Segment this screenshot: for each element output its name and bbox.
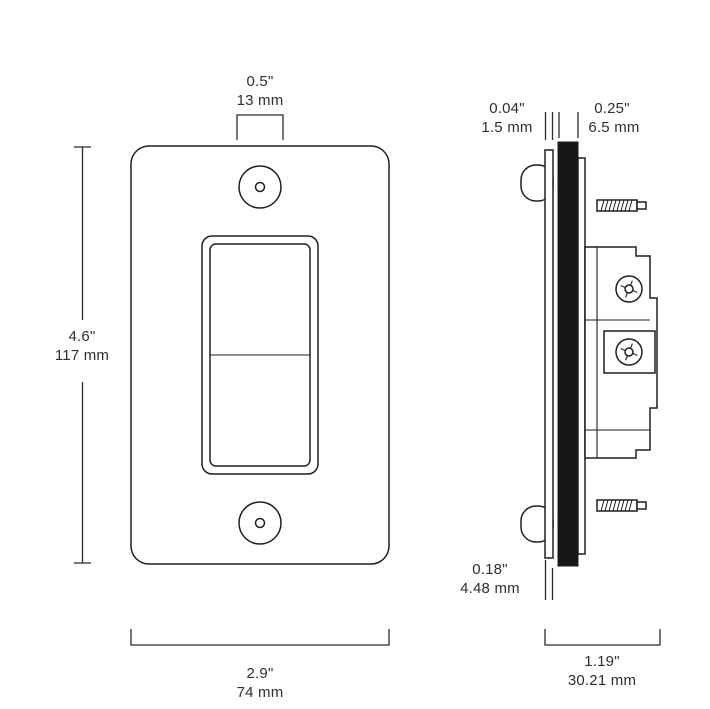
dim-front-top-width: 0.5" 13 mm xyxy=(236,73,284,140)
dim-label-in: 0.25" xyxy=(594,100,630,117)
dim-label-in: 1.19" xyxy=(584,653,620,670)
dim-label-mm: 6.5 mm xyxy=(588,119,639,136)
thread xyxy=(624,199,629,212)
dim-label-mm: 30.21 mm xyxy=(568,672,636,689)
thread xyxy=(628,499,633,512)
dim-front-height: 4.6" 117 mm xyxy=(55,146,109,564)
dim-side-plate-thickness: 0.25" 6.5 mm xyxy=(558,100,639,138)
thread xyxy=(608,499,613,512)
screw-center xyxy=(624,347,634,357)
dim-label-in: 4.6" xyxy=(69,328,96,345)
thread xyxy=(620,199,625,212)
plate-side-profile xyxy=(557,141,579,567)
dim-bracket xyxy=(236,114,284,140)
faceplate-edge xyxy=(544,149,554,559)
thread xyxy=(612,199,617,212)
screw-tip xyxy=(636,501,647,510)
thread xyxy=(616,199,621,212)
thread xyxy=(604,199,609,212)
mounting-strap xyxy=(577,157,586,555)
dim-bracket xyxy=(544,629,661,646)
thread xyxy=(604,499,609,512)
dim-label-mm: 117 mm xyxy=(55,347,109,364)
thread xyxy=(600,499,605,512)
side-view xyxy=(520,141,658,567)
terminal-screw-upper xyxy=(615,275,643,303)
dim-bracket xyxy=(130,629,390,646)
dim-label-in: 0.04" xyxy=(489,100,525,117)
thread xyxy=(608,199,613,212)
dim-label-mm: 4.48 mm xyxy=(460,580,520,597)
screw-slot-bottom xyxy=(254,517,266,529)
dim-side-protrusion: 0.18" 4.48 mm xyxy=(460,560,554,600)
thread xyxy=(624,499,629,512)
front-view xyxy=(130,145,390,565)
mounting-screw-top xyxy=(596,199,647,212)
screw-tip xyxy=(636,201,647,210)
dim-side-depth: 1.19" 30.21 mm xyxy=(544,629,661,689)
dim-label-mm: 74 mm xyxy=(237,684,284,701)
thread xyxy=(628,199,633,212)
dim-label-in: 0.18" xyxy=(472,561,508,578)
thread xyxy=(616,499,621,512)
thread xyxy=(600,199,605,212)
screw-slot-top xyxy=(254,181,266,193)
dim-front-width: 2.9" 74 mm xyxy=(130,629,390,701)
dim-label-mm: 13 mm xyxy=(237,92,284,109)
dim-label-mm: 1.5 mm xyxy=(481,119,532,136)
dim-label-in: 0.5" xyxy=(247,73,274,90)
thread xyxy=(612,499,617,512)
thread xyxy=(620,499,625,512)
screw-center xyxy=(624,284,634,294)
dim-side-gap: 0.04" 1.5 mm xyxy=(481,100,554,140)
mounting-screw-bottom xyxy=(596,499,647,512)
dim-label-in: 2.9" xyxy=(247,665,274,682)
terminal-screw-lower xyxy=(615,338,643,366)
